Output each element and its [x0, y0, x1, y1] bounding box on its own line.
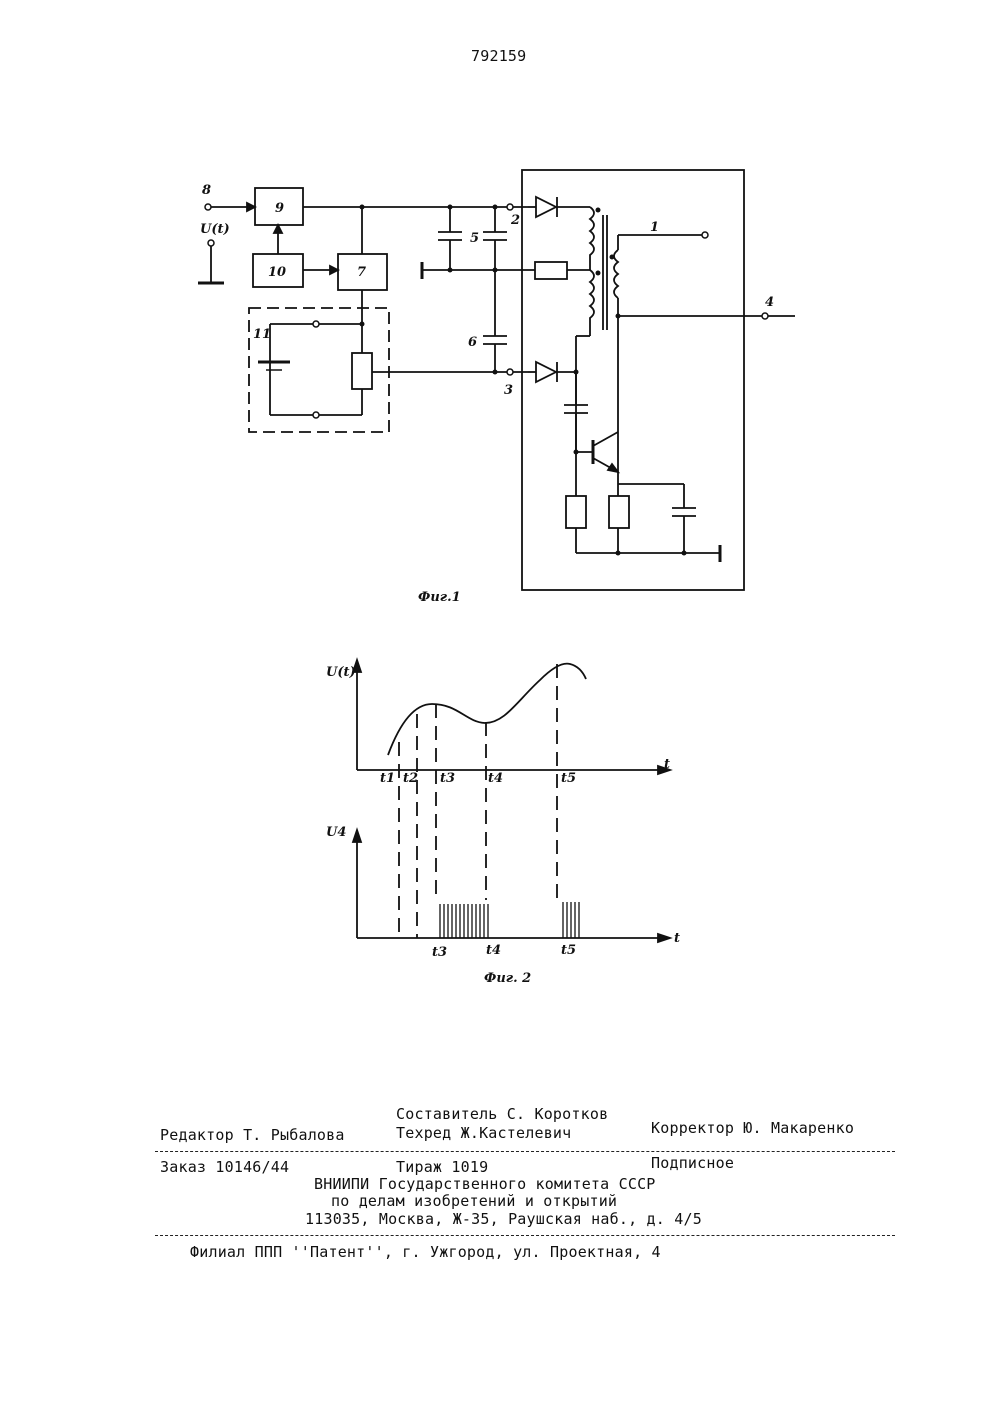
org-line-2: по делам изобретений и открытий: [331, 1192, 617, 1210]
top-tick-t3: t3: [440, 771, 455, 786]
label-1: 1: [650, 220, 659, 235]
compiler: Составитель С. Коротков: [396, 1105, 608, 1123]
bottom-xlabel: t: [674, 931, 680, 946]
bottom-tick-t3: t3: [432, 945, 447, 960]
techred: Техред Ж.Кастелевич: [396, 1124, 571, 1142]
label-8: 8: [202, 183, 211, 198]
editor: Редактор Т. Рыбалова: [160, 1126, 345, 1144]
label-3: 3: [504, 383, 513, 398]
top-tick-t2: t2: [403, 771, 418, 786]
fig1-circuit-diagram: 8 U(t) 9 10 7 11 5 6 2 3 1 4 Фиг.1: [0, 0, 1000, 620]
label-6: 6: [468, 335, 477, 350]
bottom-tick-t4: t4: [486, 943, 501, 958]
org-line-1: ВНИИПИ Государственного комитета СССР: [314, 1175, 656, 1193]
label-11: 11: [253, 327, 271, 342]
top-tick-t1: t1: [380, 771, 395, 786]
circulation: Тираж 1019: [396, 1158, 488, 1176]
label-9: 9: [275, 201, 284, 216]
corrector: Корректор Ю. Макаренко: [651, 1119, 854, 1137]
branch: Филиал ППП ''Патент'', г. Ужгород, ул. П…: [190, 1243, 661, 1261]
order: Заказ 10146/44: [160, 1158, 289, 1176]
top-ylabel: U(t): [326, 665, 356, 680]
subscription: Подписное: [651, 1154, 734, 1172]
fig2-timing-chart: U(t) t t1 t2 t3 t4 t5 U4 t t3 t4 t5 Фиг.…: [0, 640, 1000, 1000]
top-tick-t4: t4: [488, 771, 503, 786]
fig2-caption: Фиг. 2: [484, 971, 531, 986]
label-10: 10: [268, 265, 286, 280]
label-7: 7: [357, 265, 366, 280]
label-4: 4: [765, 295, 774, 310]
label-5: 5: [470, 231, 479, 246]
rule-1: [155, 1151, 895, 1152]
rule-2: [155, 1235, 895, 1236]
top-xlabel: t: [664, 757, 670, 772]
address: 113035, Москва, Ж-35, Раушская наб., д. …: [305, 1210, 702, 1228]
label-u-t: U(t): [200, 222, 230, 237]
fig1-caption: Фиг.1: [418, 590, 461, 605]
bottom-ylabel: U4: [326, 825, 346, 840]
top-tick-t5: t5: [561, 771, 576, 786]
bottom-tick-t5: t5: [561, 943, 576, 958]
label-2: 2: [510, 213, 520, 228]
